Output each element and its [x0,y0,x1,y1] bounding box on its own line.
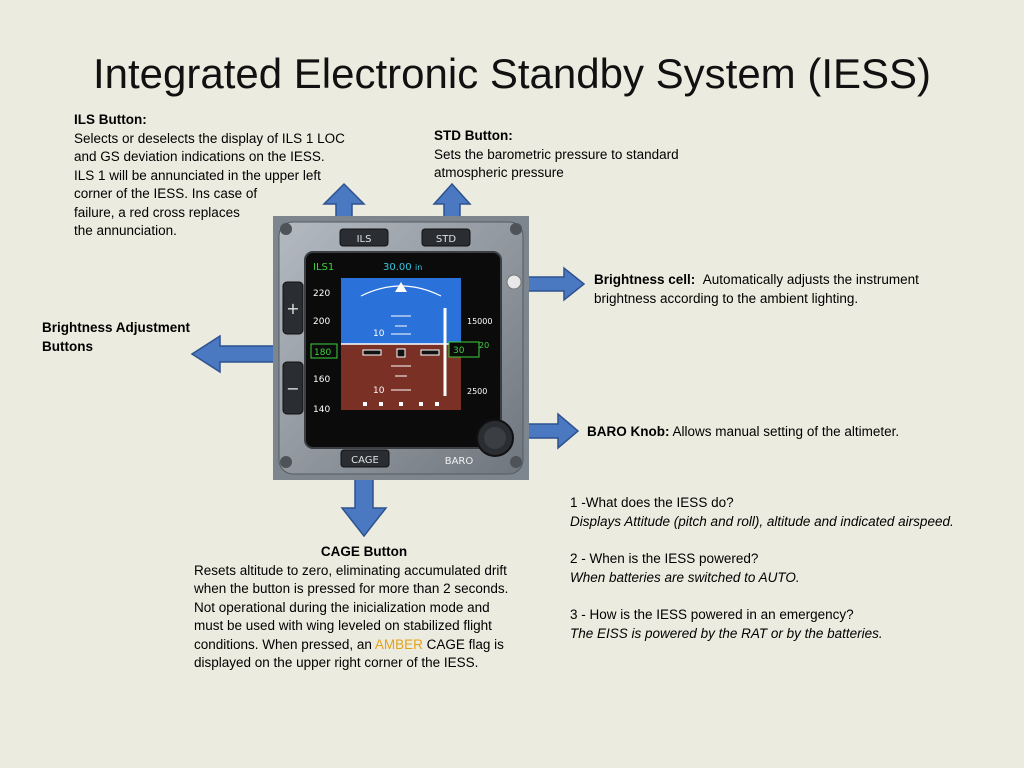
slip-indicator [363,402,439,406]
speed-tick: 160 [313,375,330,385]
std-heading: STD Button: [434,128,513,143]
ils-line: and GS deviation indications on the IESS… [74,149,325,164]
qa-question: 1 -What does the IESS do? [570,495,734,510]
qa-answer: Displays Attitude (pitch and roll), alti… [570,513,954,529]
qa-answer: The EISS is powered by the RAT or by the… [570,625,883,641]
ils-line: ILS 1 will be annunciated in the upper l… [74,167,321,183]
std-line: atmospheric pressure [434,165,564,180]
screw-icon [510,223,522,235]
screw-icon [280,223,292,235]
brightness-adjust-callout: Brightness Adjustment Buttons [42,319,242,356]
baro-text: Allows manual setting of the altimeter. [672,424,900,439]
baro-knob[interactable] [476,419,514,457]
altitude-tape: 15000 30 20 2500 [443,308,492,396]
cage-line: must be used with wing leveled on stabil… [194,618,492,633]
cage-line-text: CAGE flag is [422,636,504,652]
roll-pointer-icon [395,282,407,292]
cage-button[interactable]: CAGE [340,449,390,468]
alt-current: 30 [453,346,465,356]
alt-tick: 20 [479,341,489,350]
ils-line: Selects or deselects the display of ILS … [74,130,345,146]
cage-button-label: CAGE [351,455,379,466]
cage-line: conditions. When pressed, an AMBER CAGE … [194,636,544,655]
ils-line: the annunciation. [74,223,177,238]
alt-tick: 2500 [467,387,487,396]
ils-line: failure, a red cross replaces [74,204,240,220]
cage-line: Resets altitude to zero, eliminating acc… [194,562,507,578]
plus-label: + [286,299,299,318]
arrow-right-brightness-cell-icon [527,266,586,302]
ils-line: corner of the IESS. Ins case of [74,186,258,201]
alt-tick: 15000 [467,317,492,326]
cage-line: when the button is pressed for more than… [194,581,509,596]
ils-button-label: ILS [357,234,372,245]
baro-callout: BARO Knob: Allows manual setting of the … [587,423,987,442]
speed-tick: 220 [313,289,330,299]
iess-instrument: ILS STD + − 10 10 ILS1 30.00 in [273,216,529,480]
amber-word: AMBER [374,636,423,652]
cage-heading: CAGE Button [320,544,408,559]
qa-question: 2 - When is the IESS powered? [570,551,759,566]
aircraft-symbol-right [420,349,440,356]
slide-title: Integrated Electronic Standby System (IE… [92,50,932,97]
brightness-adjust-line: Brightness Adjustment [42,320,191,335]
baro-knob-label: BARO [445,456,474,467]
baro-heading: BARO Knob: [587,424,670,439]
screw-icon [510,456,522,468]
airspeed-tape: 220 200 180 160 140 [310,289,338,415]
qa-question: 3 - How is the IESS powered in an emerge… [570,607,854,622]
pitch-label: 10 [373,329,385,339]
baro-unit: in [415,263,422,272]
ils-annunciation: ILS1 [313,262,334,273]
ils-heading: ILS Button: [74,112,147,127]
std-button-label: STD [436,234,456,245]
brightness-cell-text: Automatically adjusts the instrument [702,272,919,287]
baro-setting-readout: 30.00 [383,262,412,273]
cage-callout: CAGE Button Resets altitude to zero, eli… [194,543,544,673]
pitch-label: 10 [373,386,385,396]
ils-button[interactable]: ILS [339,228,389,247]
cage-line-text: conditions. When pressed, an [194,636,375,652]
brightness-cell-callout: Brightness cell: Automatically adjusts t… [594,271,994,308]
cage-line: Not operational during the inicializatio… [194,599,490,615]
speed-current: 180 [314,348,331,358]
minus-label: − [286,379,299,398]
speed-tick: 140 [313,405,330,415]
brightness-cell-heading: Brightness cell: [594,272,696,287]
std-callout: STD Button: Sets the barometric pressure… [434,127,734,183]
cage-line: displayed on the upper right corner of t… [194,655,479,670]
brightness-minus-button[interactable]: − [282,361,304,415]
brightness-cell-sensor [506,274,522,290]
aircraft-symbol-left [362,349,382,356]
std-button[interactable]: STD [421,228,471,247]
qa-block: 1 -What does the IESS do? Displays Attit… [570,494,1010,643]
ils-callout: ILS Button: Selects or deselects the dis… [74,111,374,241]
aircraft-symbol-center [396,348,406,358]
brightness-adjust-line: Buttons [42,338,93,354]
speed-tick: 200 [313,317,330,327]
qa-answer: When batteries are switched to AUTO. [570,569,800,585]
brightness-cell-line: brightness according to the ambient ligh… [594,290,859,306]
std-line: Sets the barometric pressure to standard [434,146,679,162]
brightness-plus-button[interactable]: + [282,281,304,335]
screw-icon [280,456,292,468]
